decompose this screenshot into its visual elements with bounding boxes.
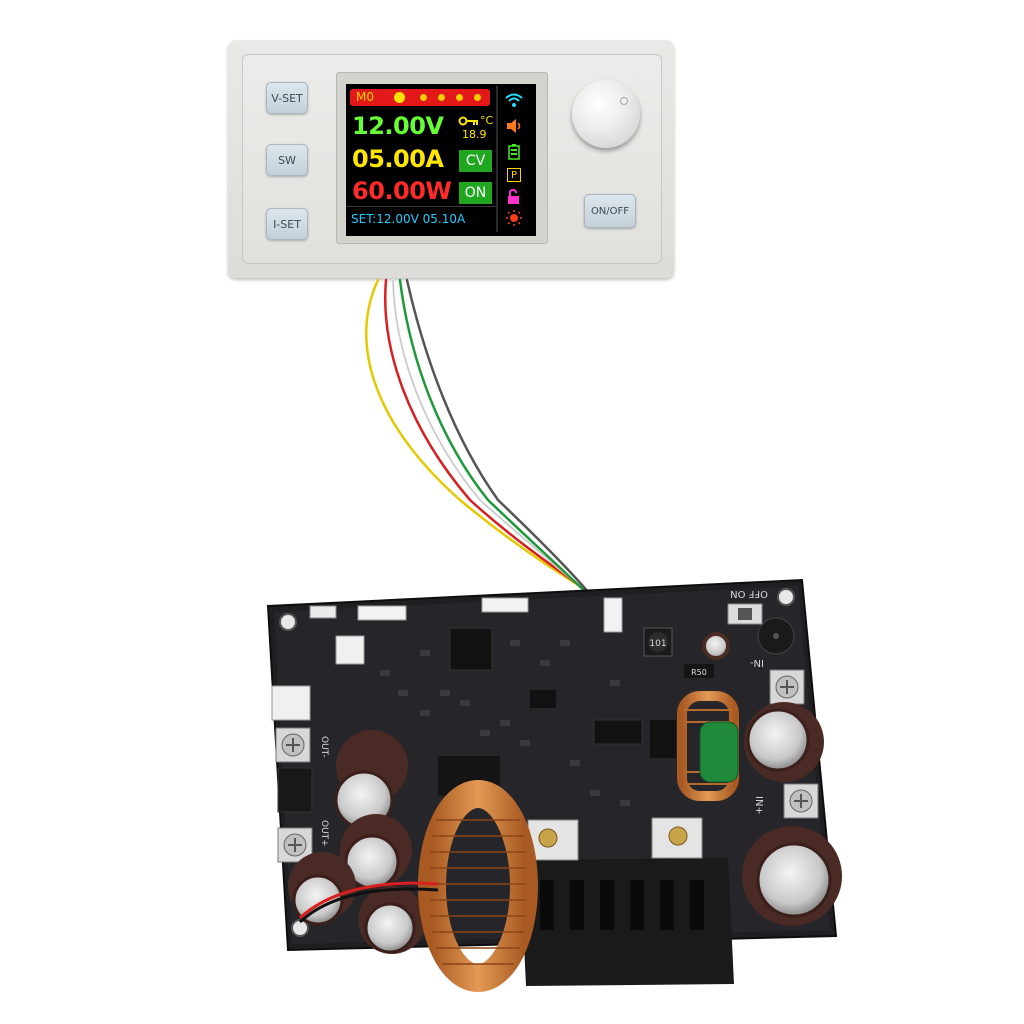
screen-divider	[496, 86, 498, 232]
in-plus-label: IN+	[753, 796, 764, 815]
out-minus-label: OUT-	[319, 736, 329, 758]
key-lock-icon	[458, 116, 478, 126]
v-set-button[interactable]: V-SET	[266, 82, 308, 114]
cv-mode-badge: CV	[459, 150, 492, 172]
inductor-label: 101	[649, 639, 666, 649]
wifi-icon	[505, 93, 523, 107]
in-minus-label: IN-	[750, 657, 764, 668]
protection-icon: P	[507, 168, 521, 182]
status-led-icon	[456, 94, 463, 101]
output-on-badge: ON	[459, 182, 492, 204]
current-reading: 05.00A	[352, 145, 444, 173]
temperature-unit: °C	[480, 114, 494, 127]
off-on-label: OFF ON	[730, 588, 768, 599]
memory-mode: M0	[356, 90, 374, 104]
status-bar: M0	[350, 89, 490, 106]
status-led-icon	[394, 92, 405, 103]
speaker-icon	[507, 119, 521, 133]
power-reading: 60.00W	[352, 177, 452, 205]
rotary-encoder-knob[interactable]	[572, 80, 640, 148]
set-values: SET:12.00V 05.10A	[351, 212, 466, 226]
on-off-button[interactable]: ON/OFF	[584, 194, 636, 228]
sw-button[interactable]: SW	[266, 144, 308, 176]
brightness-icon	[506, 210, 522, 226]
lcd-screen: M0 12.00V 05.00A 60.00W °C 18.9 CV ON SE…	[346, 84, 536, 236]
status-led-icon	[474, 94, 481, 101]
shunt-label: R50	[691, 668, 707, 677]
status-led-icon	[438, 94, 445, 101]
status-led-icon	[420, 94, 427, 101]
out-plus-label: OUT+	[319, 820, 329, 847]
unlock-icon	[508, 189, 519, 204]
battery-icon	[508, 144, 520, 160]
voltage-reading: 12.00V	[352, 112, 444, 140]
screen-divider	[346, 206, 496, 207]
temperature-reading: 18.9	[462, 128, 487, 141]
i-set-button[interactable]: I-SET	[266, 208, 308, 240]
